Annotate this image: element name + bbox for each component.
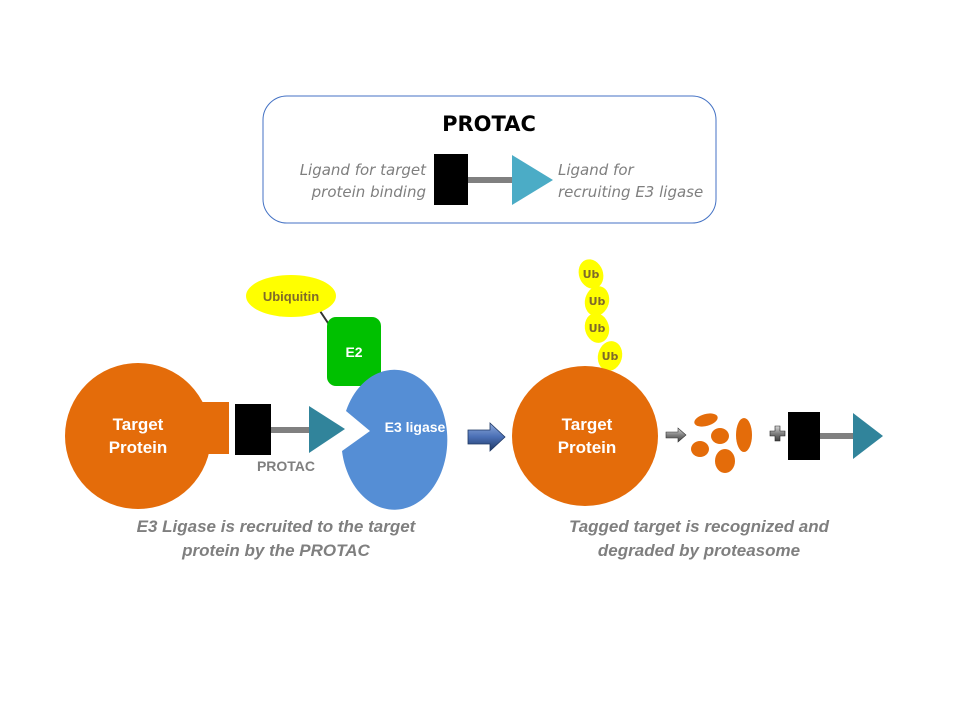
- protac-molecule-1: PROTAC: [235, 404, 345, 474]
- target-protein-1-pocket: [195, 402, 229, 454]
- target-protein-2-label-line2: Protein: [558, 438, 617, 457]
- e2-enzyme: [327, 317, 381, 386]
- ub-4: [597, 341, 623, 371]
- step2-caption-line2: degraded by proteasome: [598, 541, 800, 560]
- ubiquitin-1: [246, 275, 336, 317]
- peptide-fragments: [691, 413, 752, 473]
- ub-3-label: Ub: [589, 322, 606, 335]
- plus-icon: [769, 425, 786, 442]
- legend-border: [262, 95, 717, 224]
- target-protein-1-label-line1: Target: [113, 415, 164, 434]
- fragment-2: [711, 428, 729, 444]
- polyubiquitin-chain: Ub Ub Ub Ub: [578, 259, 623, 371]
- released-e3-ligand-icon: [853, 413, 883, 459]
- legend-right-label-line2: recruiting E3 ligase: [558, 183, 703, 201]
- e3-ligase: [342, 369, 448, 510]
- ub-1-label: Ub: [583, 268, 600, 281]
- legend-e3-ligand-icon: [512, 155, 553, 205]
- legend-linker-icon: [468, 177, 512, 183]
- protac-molecule-released: [788, 412, 883, 460]
- legend-target-ligand-icon: [434, 154, 468, 205]
- linker-icon: [271, 427, 309, 433]
- target-protein-1-label-line2: Protein: [109, 438, 168, 457]
- ub-1: [578, 259, 604, 289]
- target-protein-2: Target Protein: [512, 366, 658, 506]
- ub-3: [584, 313, 610, 343]
- target-protein-1: Target Protein: [65, 363, 229, 509]
- legend-left-label-line2: protein binding: [311, 183, 426, 201]
- e3-ligase-label: E3 ligase: [385, 419, 446, 435]
- released-linker-icon: [820, 433, 853, 439]
- e3-ligand-icon: [309, 406, 345, 453]
- target-protein-2-label-line1: Target: [562, 415, 613, 434]
- degradation-arrow-icon: [665, 427, 687, 443]
- target-ligand-icon: [235, 404, 271, 455]
- fragment-5: [715, 449, 735, 473]
- target-protein-2-body: [512, 366, 658, 506]
- step1-recruitment: Target Protein PROTAC Ubiquitin E2 E3 li…: [65, 275, 448, 560]
- ubiquitin-label: Ubiquitin: [263, 289, 319, 304]
- step1-caption-line2: protein by the PROTAC: [181, 541, 370, 560]
- protac-label: PROTAC: [257, 458, 315, 474]
- e2-label: E2: [345, 344, 362, 360]
- legend-title: PROTAC: [442, 112, 536, 136]
- fragment-1: [694, 413, 718, 427]
- target-protein-1-body: [65, 363, 211, 509]
- ub-2-label: Ub: [589, 295, 606, 308]
- fragment-4: [691, 441, 709, 457]
- released-target-ligand-icon: [788, 412, 820, 460]
- ub-2: [584, 286, 610, 316]
- legend-left-label-line1: Ligand for target: [300, 161, 427, 179]
- protac-legend: PROTAC Ligand for target protein binding…: [262, 95, 717, 224]
- ub-4-label: Ub: [602, 350, 619, 363]
- fragment-3: [736, 418, 752, 452]
- legend-right-label-line1: Ligand for: [558, 161, 634, 179]
- process-arrow-icon: [467, 422, 506, 452]
- step2-caption-line1: Tagged target is recognized and: [569, 517, 830, 536]
- step1-caption-line1: E3 Ligase is recruited to the target: [137, 517, 417, 536]
- step2-degradation: Ub Ub Ub Ub Target Protein Tagge: [512, 259, 883, 560]
